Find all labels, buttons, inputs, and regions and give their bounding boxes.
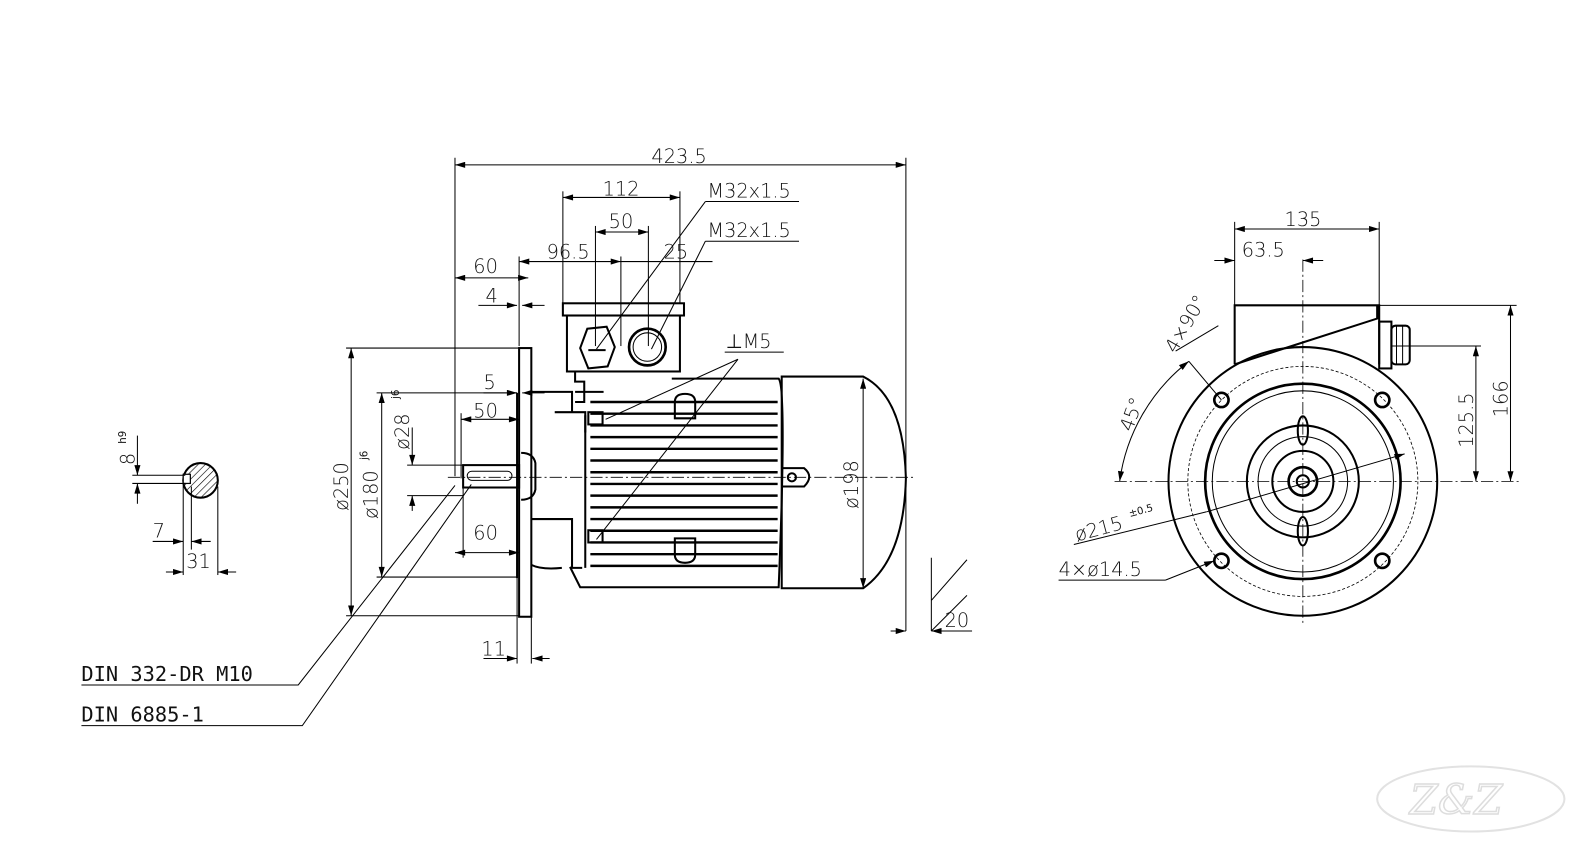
flange (518, 347, 533, 618)
dim-flange-diameter: ø250 (330, 462, 353, 511)
dim-hole-pattern: 4×90° (1160, 291, 1211, 357)
dim-pcd: ø215 (1072, 511, 1125, 546)
shaft-tolerance: j6 (391, 390, 402, 400)
dim-key-length: 50 (473, 399, 498, 422)
gland-hex (579, 325, 616, 370)
dim-box-offset-end: 63.5 (1242, 238, 1285, 261)
key-section: 8 h9 7 31 (116, 431, 237, 576)
dim-flange-gap: 4 (486, 284, 498, 307)
dim-gland-spacing: 50 (609, 210, 634, 233)
dim-spigot-depth: 5 (483, 371, 495, 394)
note-center-hole: DIN 332-DR M10 (81, 662, 252, 686)
dim-spigot-diameter: ø180 (360, 470, 383, 519)
side-dimensions (81, 157, 973, 727)
svg-text:Z&Z: Z&Z (1408, 776, 1504, 824)
gland-round (627, 327, 668, 367)
dim-overall-length: 423.5 (651, 145, 706, 168)
terminal-box (561, 302, 686, 404)
dim-shaft-to-flange: 60 (473, 255, 498, 278)
spigot-tolerance: j6 (359, 451, 370, 461)
dim-flange-thickness: 11 (481, 637, 506, 660)
dim-key-width: 8 (116, 453, 139, 465)
dim-shaft-diameter: ø28 (391, 413, 414, 449)
label-earth-thread: ⊥M5 (726, 330, 772, 353)
dim-box-offset: 96.5 (547, 241, 590, 264)
dim-holes: 4×ø14.5 (1059, 558, 1142, 581)
end-view: 135 63.5 4×90° 45° 125.5 166 ø215 ±0.5 4… (1059, 208, 1522, 623)
stator-frame (569, 377, 811, 589)
mounting-holes (1212, 391, 1391, 570)
dim-shaft-length: 60 (473, 521, 498, 544)
label-gland-top: M32x1.5 (707, 179, 790, 202)
cable-gland (1378, 320, 1411, 370)
label-gland-bottom: M32x1.5 (707, 219, 790, 242)
note-key-standard: DIN 6885-1 (81, 703, 203, 727)
dim-box-width: 112 (603, 177, 640, 200)
dim-gland-offset: 25 (664, 241, 689, 264)
dim-box-height: 166 (1489, 380, 1512, 417)
pcd-tolerance: ±0.5 (1128, 503, 1155, 520)
dim-clearance: 20 (945, 609, 970, 632)
dim-key-depth: 7 (153, 519, 165, 542)
dim-box-width-end: 135 (1285, 208, 1322, 231)
watermark-logo: Z&Z (1376, 765, 1566, 833)
dim-hole-angle: 45° (1115, 394, 1148, 434)
shaft (462, 451, 537, 501)
key-tolerance: h9 (118, 431, 129, 444)
dim-shaft-height: 31 (186, 550, 211, 573)
side-view: 423.5 112 50 96.5 25 M32x1.5 M32x1.5 60 … (81, 145, 973, 727)
dim-frame-diameter: ø198 (840, 460, 863, 509)
dim-gland-height: 125.5 (1455, 392, 1478, 447)
